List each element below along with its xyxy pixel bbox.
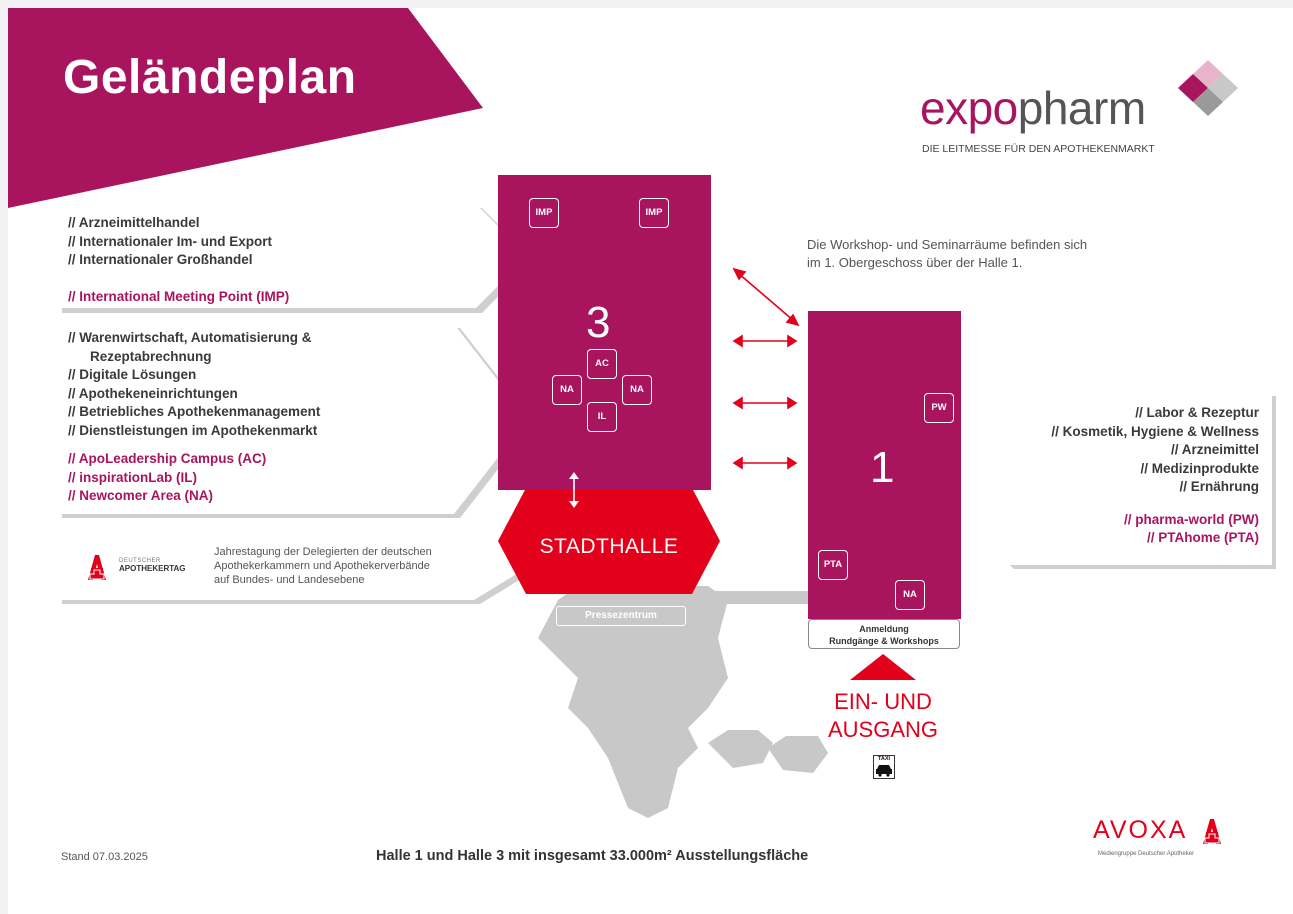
registration-box: Anmeldung Rundgänge & Workshops <box>808 619 960 649</box>
description-line: Jahrestagung der Delegierten der deutsch… <box>214 546 432 558</box>
avoxa-text: AVOXA <box>1093 816 1188 844</box>
outdoor-area-map <box>538 586 828 818</box>
category-highlight: // International Meeting Point (IMP) <box>68 288 290 304</box>
logo-tagline: DIE LEITMESSE FÜR DEN APOTHEKENMARKT <box>922 143 1155 155</box>
category-item: // Betriebliches Apothekenmanagement <box>68 404 321 419</box>
category-item: // Internationaler Im- und Export <box>68 233 273 249</box>
category-item: Rezeptabrechnung <box>90 348 212 364</box>
entrance-line: EIN- UND <box>834 689 932 714</box>
hall-1 <box>808 311 961 619</box>
apothekertag-small: DEUTSCHER <box>119 558 161 564</box>
site-plan-page: Geländeplan expopharm DIE LEITMESSE FÜR … <box>8 8 1293 914</box>
diamond-icon <box>1178 60 1238 116</box>
workshop-note-line: Die Workshop- und Seminarräume befinden … <box>807 237 1088 252</box>
workshop-note: Die Workshop- und Seminarräume befinden … <box>807 236 1087 272</box>
hall-3-number: 3 <box>586 298 611 347</box>
footer-summary: Halle 1 und Halle 3 mit insgesamt 33.000… <box>376 848 809 864</box>
badge-imp: IMP <box>639 198 669 228</box>
description-line: auf Bundes- und Landesebene <box>214 574 365 586</box>
avoxa-tagline: Mediengruppe Deutscher Apotheker <box>1098 851 1195 857</box>
category-item: // Digitale Lösungen <box>68 367 197 382</box>
category-highlight: // inspirationLab (IL) <box>68 469 197 485</box>
badge-il: IL <box>587 402 617 432</box>
hall-1-number: 1 <box>870 443 895 492</box>
apotheke-a-icon <box>1203 819 1221 844</box>
registration-line: Anmeldung <box>859 624 909 634</box>
entrance-label: EIN- UND AUSGANG <box>803 688 963 744</box>
badge-na: NA <box>895 580 925 610</box>
category-item: // Ernährung <box>1179 479 1259 494</box>
badge-pw: PW <box>924 393 954 423</box>
hall1-categories: // Labor & Rezeptur // Kosmetik, Hygiene… <box>1051 404 1259 548</box>
hall3-mid-categories: // Warenwirtschaft, Automatisierung & Re… <box>68 329 320 506</box>
apothekertag-callout <box>58 534 528 600</box>
apothekertag-description: Jahrestagung der Delegierten der deutsch… <box>214 545 432 587</box>
car-icon <box>876 765 892 777</box>
category-item: // Medizinprodukte <box>1140 460 1259 476</box>
title-banner <box>8 8 483 208</box>
category-item: // Kosmetik, Hygiene & Wellness <box>1051 423 1259 439</box>
badge-na: NA <box>622 375 652 405</box>
logo-text-expo: expo <box>920 82 1018 134</box>
registration-line: Rundgänge & Workshops <box>829 636 939 646</box>
category-highlight: // Newcomer Area (NA) <box>68 488 214 503</box>
category-highlight: // PTAhome (PTA) <box>1147 530 1259 545</box>
badge-na: NA <box>552 375 582 405</box>
hall3-callout-mid <box>58 324 528 514</box>
category-highlight: // pharma-world (PW) <box>1124 511 1259 527</box>
avoxa-logo: AVOXA Mediengruppe Deutscher Apotheker <box>1093 816 1258 866</box>
apothekertag-big: APOTHEKERTAG <box>119 564 186 573</box>
taxi-label: TAXI <box>877 756 891 762</box>
footer-date: Stand 07.03.2025 <box>61 851 148 863</box>
hall3-callout-top <box>58 204 528 308</box>
taxi-icon: TAXI <box>873 755 895 779</box>
description-line: Apothekerkammern und Apothekerverbände <box>214 560 430 572</box>
badge-pta: PTA <box>818 550 848 580</box>
logo-text-pharm: pharm <box>1017 82 1146 134</box>
category-item: // Apothekeneinrichtungen <box>68 385 238 401</box>
apothekertag-logo-text: DEUTSCHER APOTHEKERTAG <box>119 557 186 573</box>
expopharm-logo: expopharm DIE LEITMESSE FÜR DEN APOTHEKE… <box>920 60 1240 160</box>
category-item: // Arzneimittelhandel <box>68 215 200 230</box>
workshop-note-line: im 1. Obergeschoss über der Halle 1. <box>807 255 1023 270</box>
category-item: // Dienstleistungen im Apothekenmarkt <box>68 422 318 438</box>
page-title: Geländeplan <box>63 51 357 104</box>
category-item: // Arzneimittel <box>1170 442 1259 457</box>
connection-arrows <box>732 267 800 470</box>
badge-ac: AC <box>587 349 617 379</box>
pressezentrum-label: Pressezentrum <box>556 606 686 626</box>
badge-imp: IMP <box>529 198 559 228</box>
stadthalle-label: STADTHALLE <box>539 535 679 558</box>
hall3-top-categories: // Arzneimittelhandel // Internationaler… <box>68 214 289 306</box>
category-item: // Internationaler Großhandel <box>68 252 253 267</box>
stadthalle-building <box>498 488 720 594</box>
apotheke-a-icon <box>88 555 106 580</box>
category-item: // Labor & Rezeptur <box>1135 405 1259 420</box>
category-item: // Warenwirtschaft, Automatisierung & <box>68 330 312 345</box>
vertical-connection-arrow <box>569 472 579 508</box>
entrance-line: AUSGANG <box>827 717 939 742</box>
entrance-arrow-icon <box>850 654 916 680</box>
category-highlight: // ApoLeadership Campus (AC) <box>68 451 267 466</box>
